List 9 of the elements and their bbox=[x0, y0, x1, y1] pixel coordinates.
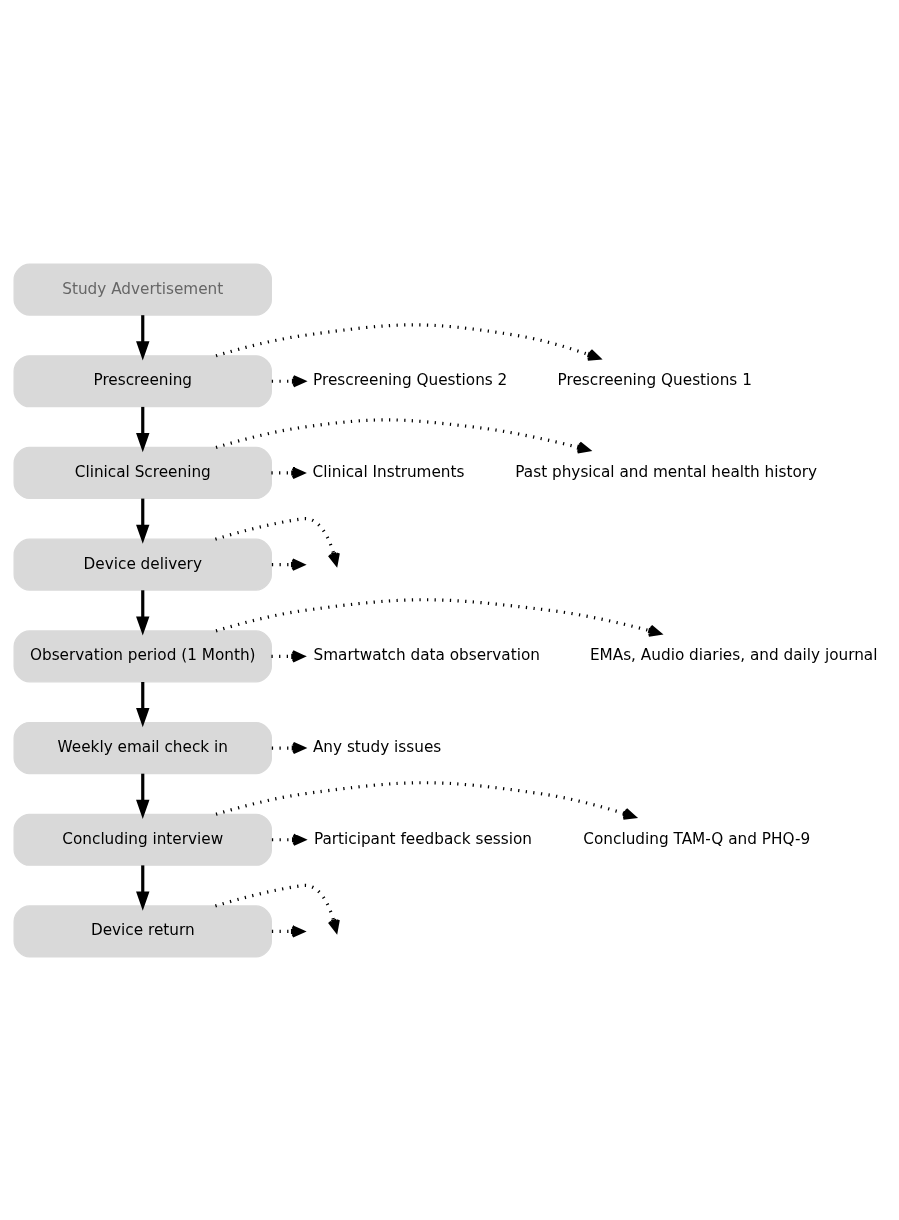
node-text: Concluding TAM-Q and PHQ-9 bbox=[582, 829, 810, 848]
node-text: EMAs, Audio diaries, and daily journal bbox=[589, 645, 877, 664]
node-text: Clinical Instruments bbox=[312, 462, 464, 481]
node-text: Prescreening Questions 2 bbox=[312, 370, 507, 389]
node-text: Past physical and mental health history bbox=[514, 462, 817, 481]
node-text: Participant feedback session bbox=[313, 829, 532, 848]
node-text: Prescreening Questions 1 bbox=[557, 370, 752, 389]
node-text: Any study issues bbox=[312, 737, 441, 756]
node-text: Smartwatch data observation bbox=[313, 645, 540, 664]
